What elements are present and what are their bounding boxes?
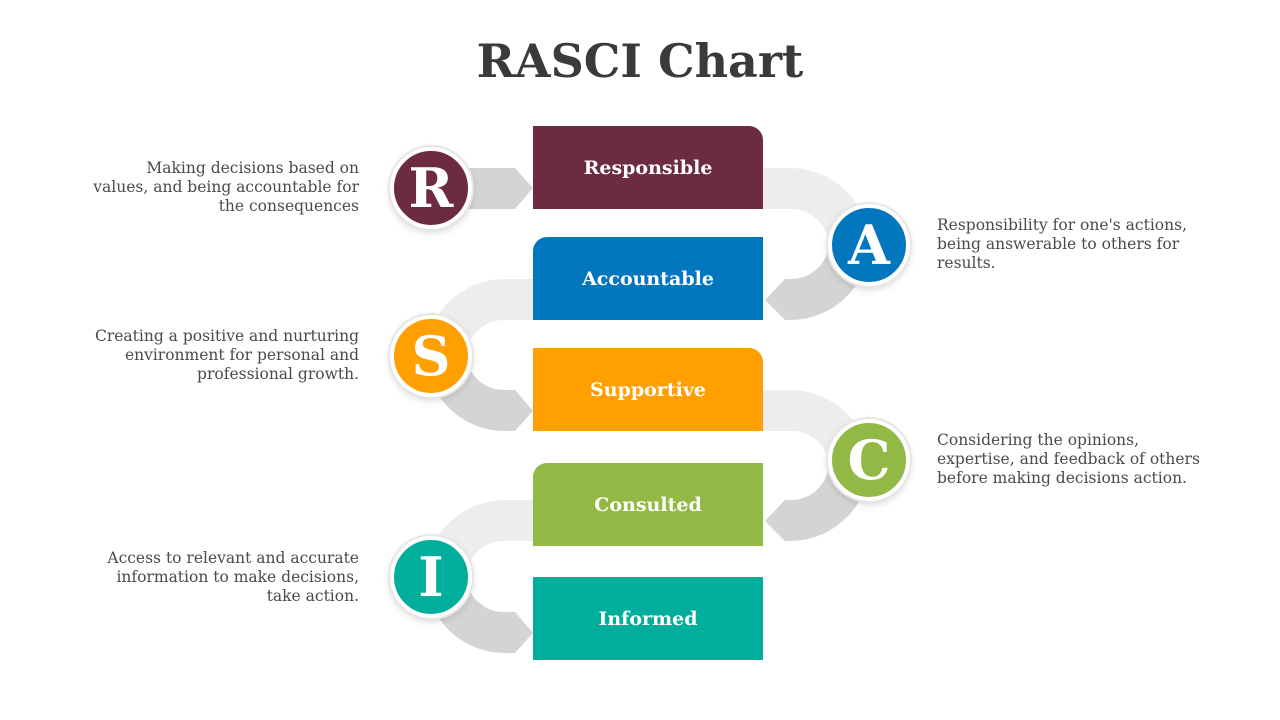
letter: C bbox=[847, 428, 891, 492]
letter: S bbox=[411, 324, 451, 388]
letter-circle-c: C bbox=[828, 419, 910, 501]
stage-label: Consulted bbox=[594, 493, 702, 516]
stage-box-accountable: Accountable bbox=[533, 237, 763, 320]
stage-box-consulted: Consulted bbox=[533, 463, 763, 546]
letter: A bbox=[848, 213, 890, 277]
stage-label: Responsible bbox=[583, 156, 713, 179]
letter: I bbox=[418, 545, 444, 609]
description-supportive: Creating a positive and nurturing enviro… bbox=[94, 327, 359, 383]
letter-circle-s: S bbox=[390, 315, 472, 397]
description-accountable: Responsibility for one's actions, being … bbox=[937, 216, 1187, 272]
letter: R bbox=[408, 156, 454, 220]
description-consulted: Considering the opinions, expertise, and… bbox=[937, 431, 1200, 487]
stage-label: Supportive bbox=[590, 378, 706, 401]
letter-circle-r: R bbox=[390, 147, 472, 229]
stage-box-supportive: Supportive bbox=[533, 348, 763, 431]
stage-label: Informed bbox=[598, 607, 698, 630]
description-informed: Access to relevant and accurate informat… bbox=[107, 549, 359, 605]
letter-circle-a: A bbox=[828, 204, 910, 286]
stage-label: Accountable bbox=[582, 267, 714, 290]
stage-box-responsible: Responsible bbox=[533, 126, 763, 209]
letter-circle-i: I bbox=[390, 536, 472, 618]
page-title: RASCI Chart bbox=[476, 34, 804, 88]
stage-box-informed: Informed bbox=[533, 577, 763, 660]
description-responsible: Making decisions based on values, and be… bbox=[93, 159, 359, 215]
